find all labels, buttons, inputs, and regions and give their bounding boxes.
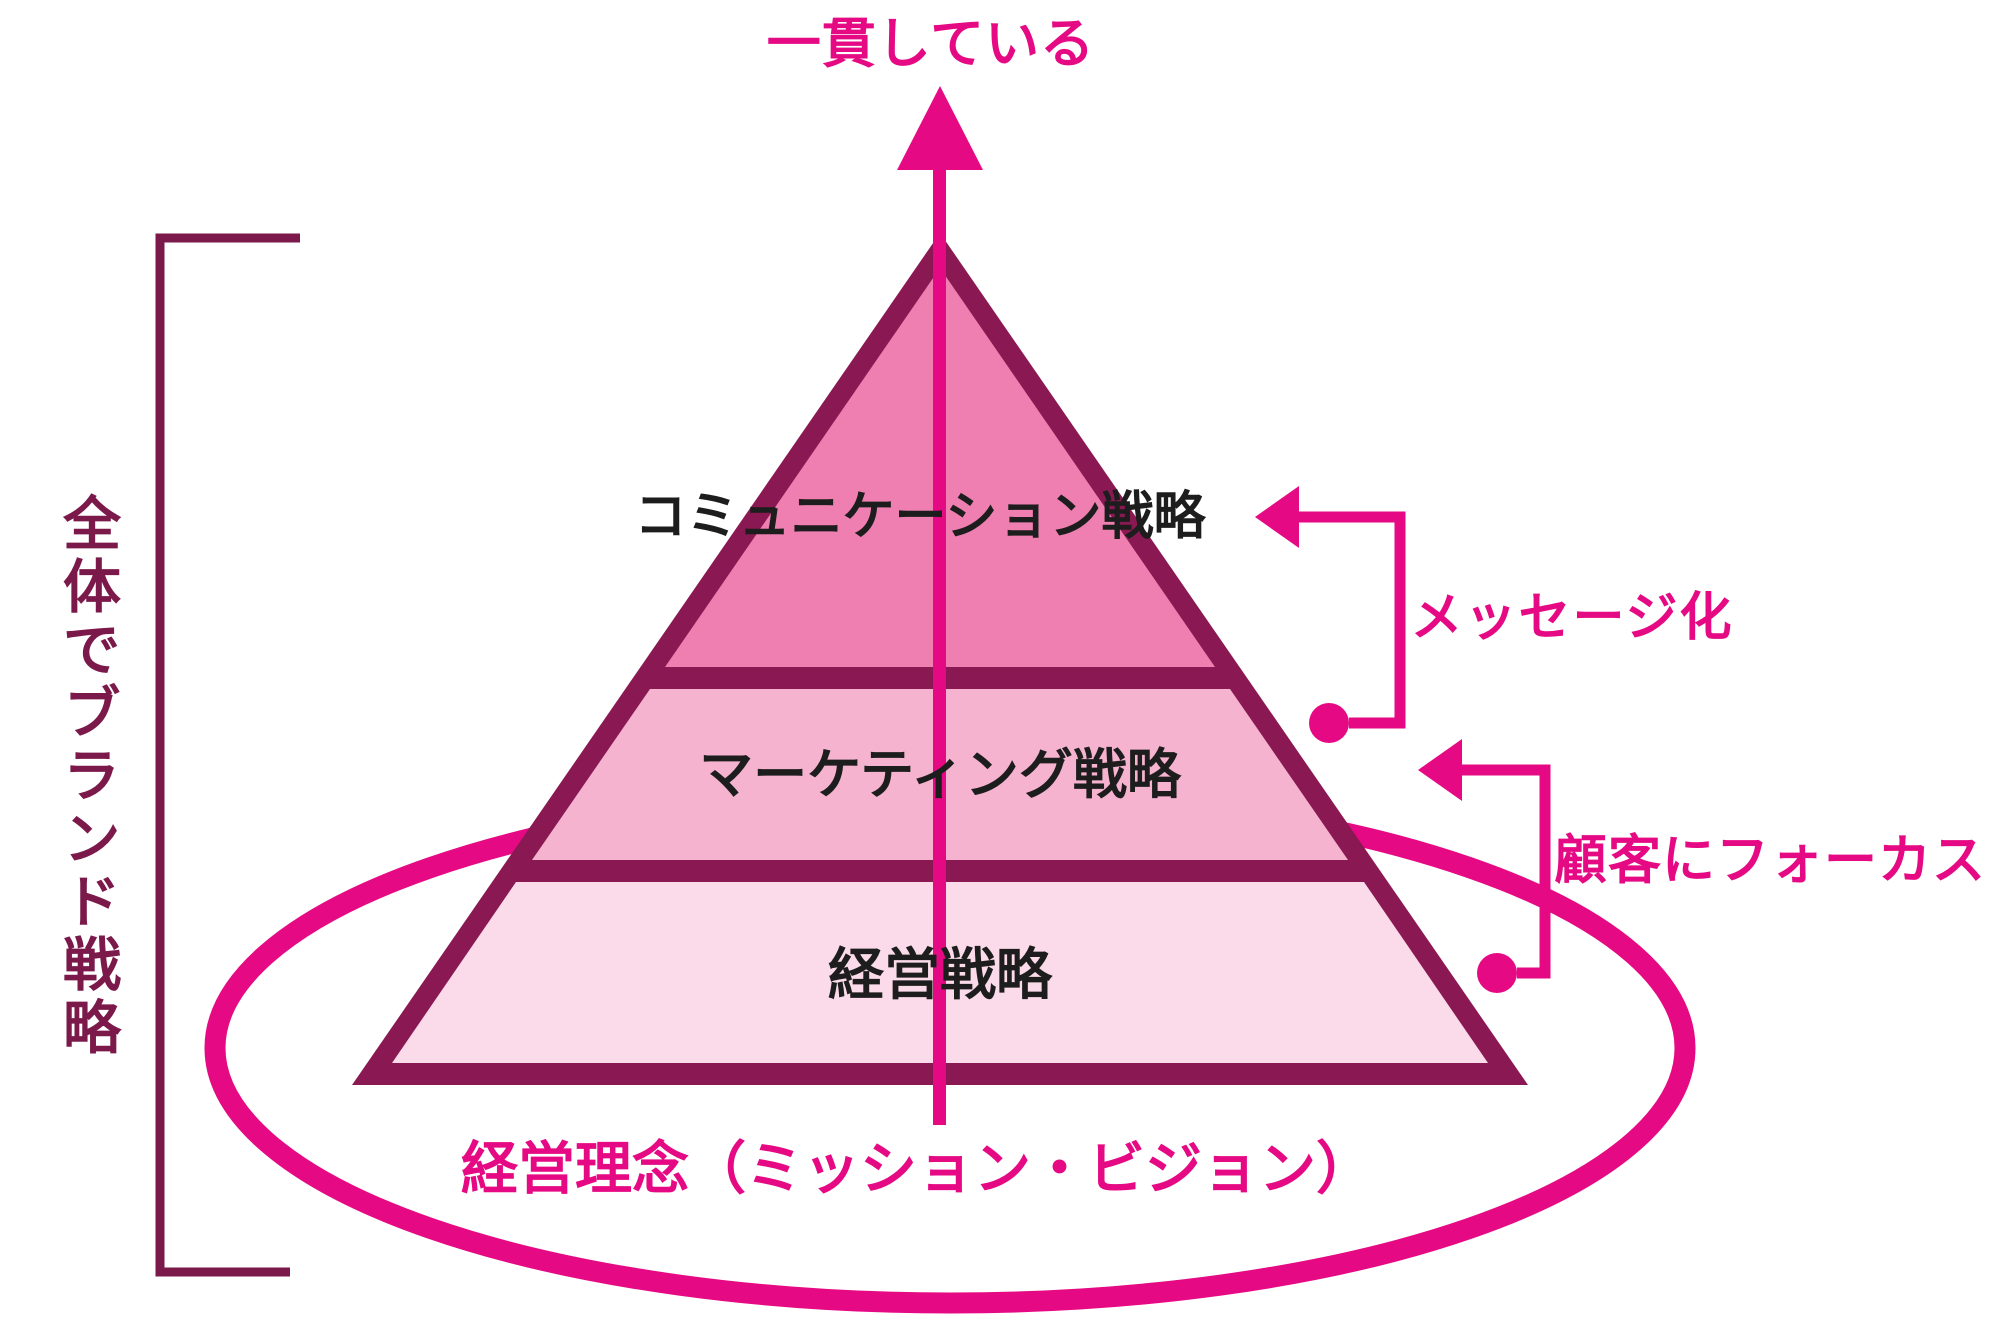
tier2-label: マーケティング戦略 [699, 745, 1181, 805]
annotation-customer-label: 顧客にフォーカス [1554, 831, 1986, 890]
center-axis-line [933, 163, 946, 1125]
top-arrow-label: 一貫している [766, 14, 1096, 74]
connector-dot-1 [1309, 703, 1349, 743]
left-arrowhead-icon-2 [1418, 739, 1462, 801]
left-bracket-label: 全体でブランド戦略 [54, 493, 119, 1060]
connector-dot-2 [1477, 953, 1517, 993]
tier1-label: コミュニケーション戦略 [634, 488, 1206, 546]
annotation-message-label: メッセージ化 [1410, 589, 1734, 647]
left-arrowhead-icon-1 [1255, 486, 1299, 548]
up-arrow-icon [897, 86, 983, 170]
annotation2-connector [1460, 764, 1551, 979]
annotation1-connector [1297, 511, 1406, 729]
foundation-label: 経営理念（ミッション・ビジョン） [461, 1137, 1373, 1201]
tier3-label: 経営戦略 [828, 943, 1052, 1006]
left-bracket [155, 233, 300, 1277]
